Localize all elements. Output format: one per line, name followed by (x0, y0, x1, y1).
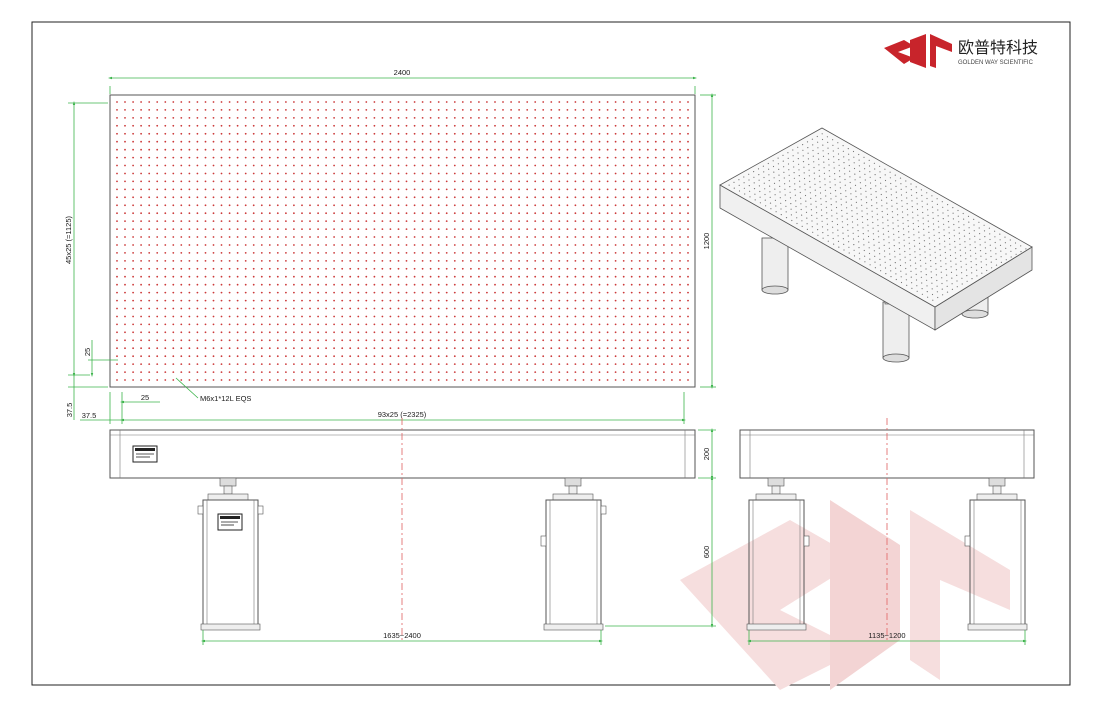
side-leg-right (964, 477, 1028, 631)
logo-name-en: GOLDEN WAY SCIENTIFIC (958, 60, 1034, 66)
front-leg-right (540, 477, 607, 631)
height-dimension-label: 1200 (702, 233, 711, 250)
isometric-view (719, 127, 1033, 363)
front-leg-span-dimension-label: 1635~2400 (383, 631, 421, 640)
iso-hole-grid (728, 133, 1027, 301)
hole-spec-label: M6x1*12L EQS (200, 394, 251, 403)
front-table-outline (109, 429, 696, 479)
pitch-y-dimension-label: 25 (83, 348, 92, 356)
iso-table-top (719, 127, 1033, 308)
iso-leg-back-left (761, 237, 789, 295)
front-leg-left (197, 477, 264, 631)
margin-x-dimension-label: 37.5 (82, 411, 97, 420)
top-view: 2400 1200 45x25 (=1125) 25 37.5 37.5 25 … (64, 68, 716, 424)
width-dimension-label: 2400 (394, 68, 411, 77)
hole-cols-dimension-label: 93x25 (=2325) (378, 410, 427, 419)
top-view-table-outline (109, 94, 696, 388)
hole-spec-leader (175, 377, 199, 399)
hole-rows-dimension-label: 45x25 (=1125) (64, 215, 73, 264)
leg-height-dimension-label: 600 (702, 546, 711, 559)
side-view: 1135~1200 (739, 418, 1035, 645)
iso-leg-front-left (882, 295, 910, 363)
side-leg-span-dimension-label: 1135~1200 (868, 631, 905, 640)
logo-mark-icon (884, 34, 952, 68)
front-view: 200 600 1635~2400 (109, 418, 716, 645)
hole-grid (116, 101, 689, 381)
watermark-logo (680, 500, 1010, 690)
thickness-dimension-label: 200 (702, 448, 711, 461)
side-leg-left (746, 477, 810, 631)
pitch-x-dimension-label: 25 (141, 393, 149, 402)
front-nameplate (132, 445, 158, 463)
logo-name-cn: 欧普特科技 (958, 39, 1038, 57)
company-logo: 欧普特科技 GOLDEN WAY SCIENTIFIC (884, 34, 1038, 68)
margin-y-dimension-label: 37.5 (65, 403, 74, 418)
drawing-frame (31, 21, 1071, 686)
